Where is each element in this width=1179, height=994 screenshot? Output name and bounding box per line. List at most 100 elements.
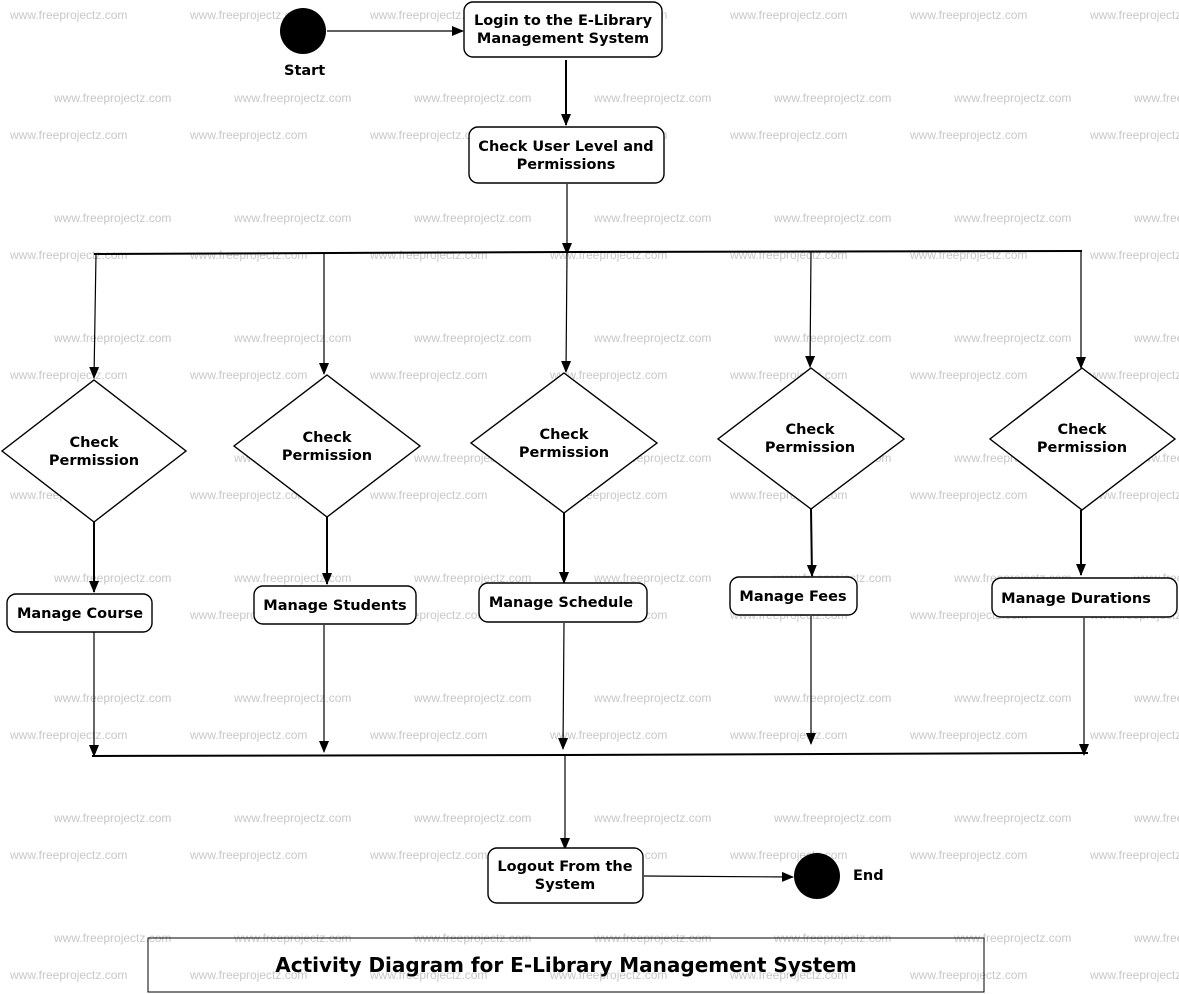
decision-line-1: Check xyxy=(785,422,834,438)
logout-line-2: System xyxy=(535,877,595,893)
end-label: End xyxy=(853,868,884,884)
decision-4-to-action-arrow xyxy=(806,508,817,577)
start-label: Start xyxy=(284,63,325,79)
watermark-text: www.freeprojectz.com xyxy=(909,848,1027,862)
watermark-text: www.freeprojectz.com xyxy=(369,488,487,502)
watermark-text: www.freeprojectz.com xyxy=(773,691,891,705)
watermark-text: www.freeprojectz.com xyxy=(53,811,171,825)
action-label: Manage Fees xyxy=(739,589,846,605)
action-label: Manage Course xyxy=(17,606,143,622)
watermark-text: www.freeprojectz.com xyxy=(1133,331,1179,345)
watermark-text: www.freeprojectz.com xyxy=(593,571,711,585)
watermark-text: www.freeprojectz.com xyxy=(189,968,307,982)
decision-line-2: Permission xyxy=(519,445,609,461)
decision-diamond xyxy=(988,367,1177,511)
watermark-text: www.freeprojectz.com xyxy=(233,211,351,225)
action-label: Manage Schedule xyxy=(489,595,633,611)
watermark-text: www.freeprojectz.com xyxy=(729,968,847,982)
watermark-text: www.freeprojectz.com xyxy=(773,811,891,825)
decision-line-1: Check xyxy=(539,427,588,443)
fork-to-decision-3-arrow xyxy=(561,253,572,373)
watermark-text: www.freeprojectz.com xyxy=(189,728,307,742)
watermark-text: www.freeprojectz.com xyxy=(53,91,171,105)
decision-diamond xyxy=(232,374,422,518)
watermark-text: www.freeprojectz.com xyxy=(1089,368,1179,382)
watermark-text: www.freeprojectz.com xyxy=(909,368,1027,382)
watermark-text: www.freeprojectz.com xyxy=(773,331,891,345)
decision-diamond xyxy=(0,379,188,523)
watermark-text: www.freeprojectz.com xyxy=(953,331,1071,345)
watermark-text: www.freeprojectz.com xyxy=(909,128,1027,142)
watermark-text: www.freeprojectz.com xyxy=(549,968,667,982)
fork-to-decision-1-arrow xyxy=(89,253,100,379)
action-manage-fees: Manage Fees xyxy=(729,576,858,616)
title-frame xyxy=(147,937,985,993)
watermark-text: www.freeprojectz.com xyxy=(953,211,1071,225)
watermark-text: www.freeprojectz.com xyxy=(953,91,1071,105)
decision-diamond xyxy=(469,372,659,514)
watermark-text: www.freeprojectz.com xyxy=(1133,211,1179,225)
watermark-text: www.freeprojectz.com xyxy=(953,931,1071,945)
watermark-text: www.freeprojectz.com xyxy=(233,91,351,105)
action-box xyxy=(478,582,648,623)
watermark-text: www.freeprojectz.com xyxy=(773,211,891,225)
watermark-text: www.freeprojectz.com xyxy=(593,331,711,345)
watermark-text: www.freeprojectz.com xyxy=(53,931,171,945)
action-label: Manage Durations xyxy=(1001,591,1151,607)
action-box xyxy=(729,576,858,616)
watermark-text: www.freeprojectz.com xyxy=(729,128,847,142)
decision-diamond xyxy=(716,367,906,510)
watermark-text: www.freeprojectz.com xyxy=(909,488,1027,502)
watermark-text: www.freeprojectz.com xyxy=(189,128,307,142)
watermark-text: www.freeprojectz.com xyxy=(233,811,351,825)
watermark-text: www.freeprojectz.com xyxy=(1133,931,1179,945)
watermark-text: www.freeprojectz.com xyxy=(233,691,351,705)
action-manage-course: Manage Course xyxy=(6,593,153,633)
check-user-line-2: Permissions xyxy=(517,157,616,173)
watermark-text: www.freeprojectz.com xyxy=(1089,488,1179,502)
logout-box xyxy=(487,847,644,904)
watermark-text: www.freeprojectz.com xyxy=(1089,128,1179,142)
join-bar xyxy=(91,752,1089,757)
watermark-text: www.freeprojectz.com xyxy=(189,488,307,502)
login-line-1: Login to the E-Library xyxy=(474,13,653,29)
login-activity: Login to the E-Library Management System xyxy=(463,1,663,58)
watermark-text: www.freeprojectz.com xyxy=(9,848,127,862)
watermark-text: www.freeprojectz.com xyxy=(1089,968,1179,982)
watermark-text: www.freeprojectz.com xyxy=(9,248,127,262)
watermark-text: www.freeprojectz.com xyxy=(189,368,307,382)
decision-3: Check Permission xyxy=(469,372,659,514)
decision-1: Check Permission xyxy=(0,379,188,523)
decision-line-2: Permission xyxy=(765,440,855,456)
watermark-text: www.freeprojectz.com xyxy=(369,368,487,382)
end-node xyxy=(794,853,840,899)
decision-line-2: Permission xyxy=(282,448,372,464)
watermark-text: www.freeprojectz.com xyxy=(1089,248,1179,262)
watermark-text: www.freeprojectz.com xyxy=(9,128,127,142)
watermark-text: www.freeprojectz.com xyxy=(593,691,711,705)
watermark-text: www.freeprojectz.com xyxy=(1089,728,1179,742)
login-line-2: Management System xyxy=(477,31,649,47)
check-user-activity: Check User Level and Permissions xyxy=(468,126,665,184)
watermark-text: www.freeprojectz.com xyxy=(413,571,531,585)
diagram-title: Activity Diagram for E-Library Managemen… xyxy=(147,937,985,993)
action-manage-students: Manage Students xyxy=(253,585,417,625)
watermark-text: www.freeprojectz.com xyxy=(9,728,127,742)
decision-2: Check Permission xyxy=(232,374,422,518)
watermark-text: www.freeprojectz.com xyxy=(413,331,531,345)
watermark-text: www.freeprojectz.com xyxy=(369,728,487,742)
watermark-text: www.freeprojectz.com xyxy=(413,811,531,825)
watermark-text: www.freeprojectz.com xyxy=(729,8,847,22)
action-box xyxy=(253,585,417,625)
check-user-box xyxy=(468,126,665,184)
watermark-text: www.freeprojectz.com xyxy=(9,968,127,982)
watermark-text: www.freeprojectz.com xyxy=(53,331,171,345)
watermark-text: www.freeprojectz.com xyxy=(413,691,531,705)
watermark-text: www.freeprojectz.com xyxy=(413,91,531,105)
watermark-text: www.freeprojectz.com xyxy=(1133,811,1179,825)
watermark-text: www.freeprojectz.com xyxy=(593,211,711,225)
watermark-text: www.freeprojectz.com xyxy=(909,8,1027,22)
logout-line-1: Logout From the xyxy=(497,859,632,875)
watermark-text: www.freeprojectz.com xyxy=(1133,91,1179,105)
